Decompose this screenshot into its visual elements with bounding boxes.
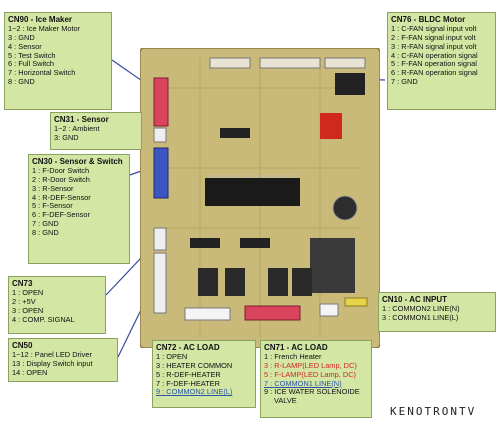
transformer bbox=[310, 238, 355, 293]
brand-watermark: KENOTRONTV bbox=[390, 405, 477, 418]
label-cn90-title: CN90 - Ice Maker bbox=[8, 15, 73, 24]
label-line: 6 : F-DEF-Sensor bbox=[32, 210, 90, 220]
label-line: 6 : R-FAN operation signal bbox=[391, 68, 478, 78]
label-line: 3 : HEATER COMMON bbox=[156, 361, 233, 371]
label-line: 3 : R-FAN signal input volt bbox=[391, 41, 477, 51]
connector-cn76-block bbox=[335, 73, 365, 95]
label-line: 5 : F-Sensor bbox=[32, 201, 73, 211]
label-line: 2 : R-Door Switch bbox=[32, 175, 90, 185]
label-line: 4 : COMP. SIGNAL bbox=[12, 314, 75, 324]
pcb-board bbox=[140, 48, 380, 348]
ic-small-2 bbox=[190, 238, 220, 248]
ic-small-1 bbox=[220, 128, 250, 138]
label-line: 1 : OPEN bbox=[156, 352, 188, 362]
label-line: 13 : Display Switch input bbox=[12, 359, 93, 369]
label-line-f-lamp: 5 : F-LAMP(LED Lamp, DC) bbox=[264, 369, 356, 379]
connector-header-top-1 bbox=[209, 57, 251, 69]
capacitor bbox=[332, 195, 358, 221]
label-cn30-title: CN30 - Sensor & Switch bbox=[32, 157, 123, 166]
label-line: 1 : COMMON2 LINE(N) bbox=[382, 304, 460, 314]
label-cn73-title: CN73 bbox=[12, 279, 33, 288]
label-cn30: CN30 - Sensor & Switch 1 : F-Door Switch… bbox=[28, 154, 130, 264]
connector-cn90-block bbox=[153, 77, 169, 127]
label-line: 4 : R-DEF-Sensor bbox=[32, 192, 91, 202]
label-line: 7 : GND bbox=[32, 218, 59, 228]
label-line: 1 : F-Door Switch bbox=[32, 166, 90, 176]
label-line: 2 : +5V bbox=[12, 297, 36, 307]
label-cn72: CN72 - AC LOAD 1 : OPEN 3 : HEATER COMMO… bbox=[152, 340, 256, 408]
label-line-common2: 9 : COMMON2 LINE(L) bbox=[156, 387, 233, 397]
connector-cn71-block bbox=[244, 305, 301, 321]
connector-header-top-3 bbox=[324, 57, 366, 69]
ic-small-3 bbox=[240, 238, 270, 248]
label-cn10-title: CN10 - AC INPUT bbox=[382, 295, 448, 304]
label-cn71: CN71 - AC LOAD 1 : French Heater 3 : R-L… bbox=[260, 340, 372, 418]
label-line: 5 : R-DEF-HEATER bbox=[156, 369, 221, 379]
label-line-r-lamp: 3 : R-LAMP(LED Lamp, DC) bbox=[264, 361, 357, 371]
label-line: 5 : Test Switch bbox=[8, 50, 56, 60]
label-cn31-title: CN31 - Sensor bbox=[54, 115, 109, 124]
label-line: 1 : OPEN bbox=[12, 288, 44, 298]
label-line: 3 : COMMON1 LINE(L) bbox=[382, 313, 459, 323]
connector-cn72-block bbox=[184, 307, 231, 321]
label-cn71-title: CN71 - AC LOAD bbox=[264, 343, 328, 352]
label-cn10: CN10 - AC INPUT 1 : COMMON2 LINE(N) 3 : … bbox=[378, 292, 496, 332]
label-line: 3 : GND bbox=[8, 33, 35, 43]
label-line: 1~12 : Panel LED Driver bbox=[12, 350, 92, 360]
mcu-chip bbox=[205, 178, 300, 206]
label-line: 1~2 : Ice Maker Motor bbox=[8, 24, 81, 34]
label-line: 7 : F-DEF-HEATER bbox=[156, 378, 220, 388]
label-line: 7 : GND bbox=[391, 76, 418, 86]
relay-1 bbox=[198, 268, 218, 296]
label-line: 7 : Horizontal Switch bbox=[8, 68, 76, 78]
label-line: 2 : F-FAN signal input volt bbox=[391, 33, 476, 43]
label-line: 1~2 : Ambient bbox=[54, 124, 100, 134]
connector-cn31-block bbox=[153, 127, 167, 143]
connector-cn30-block bbox=[153, 147, 169, 199]
label-line: 3 : R-Sensor bbox=[32, 183, 74, 193]
relay-3 bbox=[268, 268, 288, 296]
label-cn72-title: CN72 - AC LOAD bbox=[156, 343, 220, 352]
relay-4 bbox=[292, 268, 312, 296]
red-relay bbox=[320, 113, 342, 139]
label-line-common1: 7 : COMMON1 LINE(N) bbox=[264, 378, 342, 388]
label-line: 9 : ICE WATER SOLENOIDE bbox=[264, 387, 360, 397]
label-line: 8 : GND bbox=[32, 227, 59, 237]
label-cn90: CN90 - Ice Maker 1~2 : Ice Maker Motor 3… bbox=[4, 12, 112, 110]
label-line: VALVE bbox=[274, 396, 297, 406]
label-cn76: CN76 - BLDC Motor 1 : C-FAN signal input… bbox=[387, 12, 496, 110]
label-cn50: CN50 1~12 : Panel LED Driver 13 : Displa… bbox=[8, 338, 118, 382]
label-cn73: CN73 1 : OPEN 2 : +5V 3 : OPEN 4 : COMP.… bbox=[8, 276, 106, 334]
label-line: 4 : Sensor bbox=[8, 41, 42, 51]
connector-header-top-2 bbox=[259, 57, 321, 69]
label-line: 4 : C-FAN operation signal bbox=[391, 50, 478, 60]
label-cn31: CN31 - Sensor 1~2 : Ambient 3: GND bbox=[50, 112, 142, 150]
label-line: 1 : C-FAN signal input volt bbox=[391, 24, 477, 34]
label-line: 3 : OPEN bbox=[12, 305, 44, 315]
label-line: 14 : OPEN bbox=[12, 367, 48, 377]
label-line: 1 : French Heater bbox=[264, 352, 322, 362]
label-cn76-title: CN76 - BLDC Motor bbox=[391, 15, 466, 24]
connector-cn50-block bbox=[153, 252, 167, 314]
label-line: 6 : Full Switch bbox=[8, 59, 55, 69]
fuse bbox=[344, 297, 368, 307]
label-cn50-title: CN50 bbox=[12, 341, 33, 350]
label-line: 5 : F-FAN operation signal bbox=[391, 59, 477, 69]
label-line: 3: GND bbox=[54, 133, 79, 143]
connector-cn10-block bbox=[319, 303, 339, 317]
label-line: 8 : GND bbox=[8, 76, 35, 86]
relay-2 bbox=[225, 268, 245, 296]
connector-cn73-block bbox=[153, 227, 167, 251]
